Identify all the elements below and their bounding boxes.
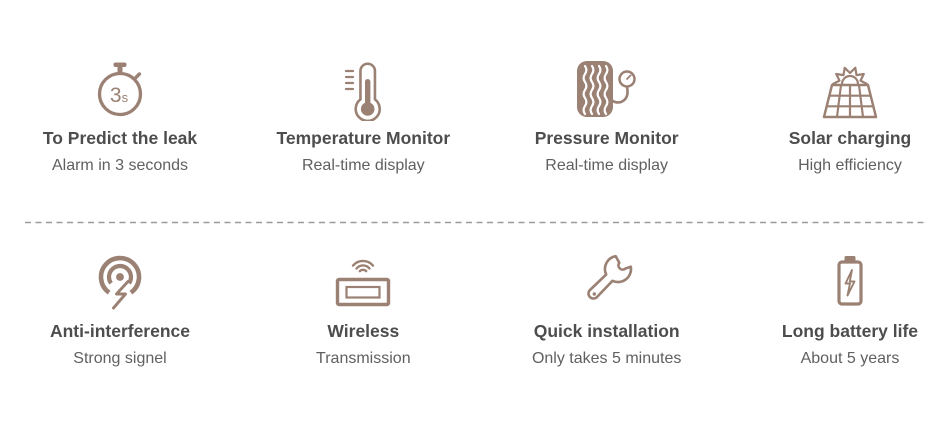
wrench-icon [575,250,639,314]
feature-title: To Predict the leak [42,128,198,148]
feature-title: Pressure Monitor [534,128,679,148]
battery-lightning-icon [818,250,882,314]
feature-row-bottom: Anti-interference Strong signel Wireless… [0,250,950,369]
feature-card-predict-leak: 3s To Predict the leak Alarm in 3 second… [20,57,220,176]
feature-card-solar: Solar charging High efficiency [750,57,950,176]
feature-subtitle: Real-time display [545,157,669,174]
thermometer-icon [331,57,395,121]
anti-interference-signal-icon [88,250,152,314]
feature-title: Quick installation [533,321,680,341]
feature-subtitle: Real-time display [301,157,425,174]
feature-subtitle: Alarm in 3 seconds [51,157,189,174]
stopwatch-3s-icon: 3s [88,57,152,121]
feature-card-installation: Quick installation Only takes 5 minutes [507,250,707,369]
feature-subtitle: High efficiency [798,157,902,174]
feature-card-pressure: Pressure Monitor Real-time display [507,57,707,176]
feature-subtitle: Only takes 5 minutes [531,350,682,367]
solar-panel-icon [818,57,882,121]
dashed-divider [0,211,950,224]
wireless-transmitter-icon [331,250,395,314]
feature-subtitle: About 5 years [800,350,900,367]
feature-row-top: 3s To Predict the leak Alarm in 3 second… [0,57,950,176]
feature-title: Long battery life [781,321,919,341]
tire-pressure-gauge-icon [575,57,639,121]
feature-subtitle: Transmission [316,350,411,367]
feature-card-temperature: Temperature Monitor Real-time display [263,57,463,176]
feature-title: Temperature Monitor [276,128,451,148]
feature-subtitle: Strong signel [73,350,167,367]
stopwatch-number-label: 3s [110,84,129,107]
feature-title: Anti-interference [49,321,191,341]
feature-card-wireless: Wireless Transmission [263,250,463,369]
feature-title: Wireless [327,321,400,341]
feature-card-battery: Long battery life About 5 years [750,250,950,369]
feature-card-anti-interference: Anti-interference Strong signel [20,250,220,369]
feature-title: Solar charging [788,128,912,148]
